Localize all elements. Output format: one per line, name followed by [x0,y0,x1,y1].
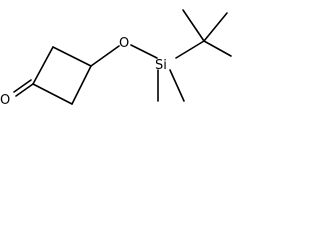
ring-bond-right [71,65,92,105]
ring-bond-bottom [32,83,73,105]
tbutyl-methyl-bond-2 [203,12,228,42]
si-methyl-bond-2 [169,69,185,102]
ring-bond-top [52,46,92,67]
si-to-tbutyl-bond [175,40,205,59]
carbonyl-double-bond-b [13,79,32,93]
tbutyl-methyl-bond-1 [182,9,205,42]
carbonyl-oxygen-label: O [0,93,10,108]
ring-to-oxygen-bond [90,45,120,67]
tbutyl-methyl-bond-3 [203,40,232,57]
ether-oxygen-label: O [119,36,129,51]
silicon-label: Si [155,58,167,73]
ring-bond-left [32,46,54,85]
chemical-structure-diagram: O O Si [0,9,232,108]
carbonyl-double-bond-a [15,83,34,97]
oxygen-to-silicon-bond [130,44,158,59]
